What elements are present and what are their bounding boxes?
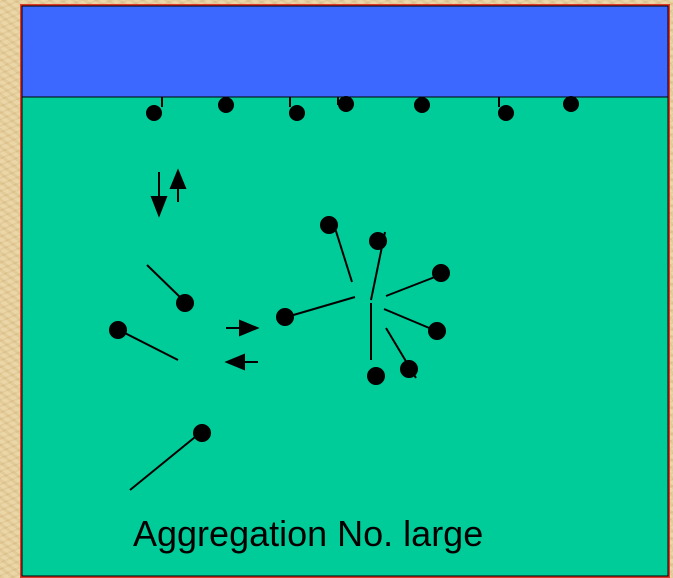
free-monomers [109,264,211,491]
micelle-molecule [385,264,450,297]
interface-molecules [146,96,579,121]
interface-molecule [498,97,514,121]
micelle-molecule [367,303,385,385]
micelle-molecule [369,231,387,301]
exchange-arrows-vertical [150,168,187,218]
left-arrow-icon [224,353,258,371]
caption: Aggregation No. large [133,513,483,554]
free-monomer [146,264,194,312]
interface-molecule [146,97,163,121]
down-arrow-icon [150,172,168,218]
micelle-molecule [320,216,353,283]
micelle-molecule [385,327,418,379]
interface-molecule [414,97,430,113]
free-monomer [129,424,211,491]
interface-molecule [337,96,354,112]
exchange-arrows-horizontal [224,319,260,371]
free-monomer [109,321,179,361]
micelle-molecule [276,296,356,326]
micelle-molecule [383,308,446,340]
interface-molecule [218,97,234,113]
micelle-aggregate [276,216,450,385]
container-frame [20,4,670,578]
interface-molecule [563,96,579,112]
upper-phase [21,5,669,98]
interface-molecule [289,97,305,121]
up-arrow-icon [169,168,187,202]
right-arrow-icon [226,319,260,337]
